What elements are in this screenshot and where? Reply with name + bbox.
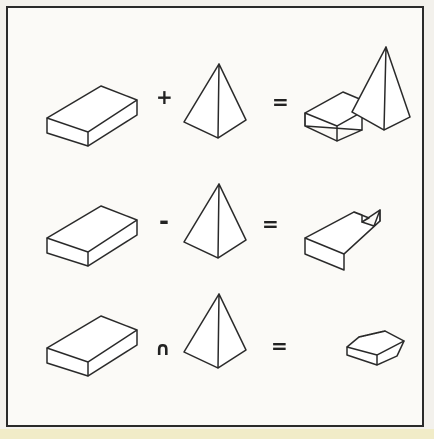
operator-intersection: ∩ xyxy=(155,338,171,360)
row-intersection xyxy=(46,293,405,377)
operator-plus: + xyxy=(156,85,173,109)
difference-result xyxy=(304,209,381,271)
box-operand-2 xyxy=(46,205,138,267)
row-union xyxy=(46,46,411,147)
box-operand-3 xyxy=(46,315,138,377)
pyramid-operand-1 xyxy=(183,63,247,139)
pyramid-operand-3 xyxy=(183,293,247,369)
equals-sign-2: = xyxy=(262,212,279,236)
operator-minus: - xyxy=(159,207,169,235)
row-difference xyxy=(46,183,381,271)
intersection-result xyxy=(346,330,405,366)
equals-sign-3: = xyxy=(271,334,288,358)
union-result xyxy=(304,46,411,142)
pyramid-operand-2 xyxy=(183,183,247,259)
equals-sign-1: = xyxy=(272,90,289,114)
box-operand-1 xyxy=(46,85,138,147)
page-edge xyxy=(0,429,434,439)
